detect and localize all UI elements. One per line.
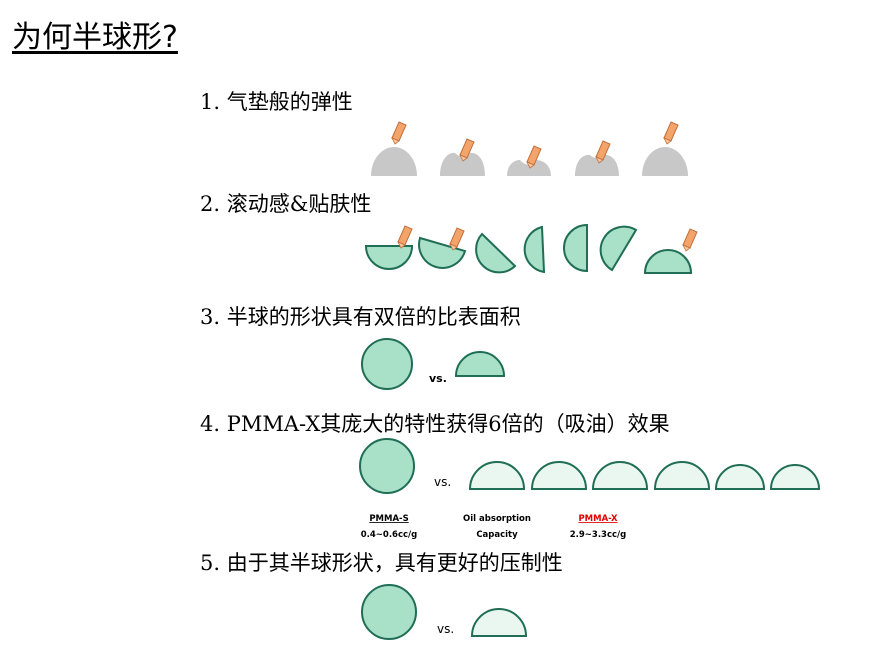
- item-5-compression: 5. 由于其半球形状，具有更好的压制性: [200, 551, 563, 575]
- rolling-hemisphere-6: [599, 225, 638, 272]
- vs-label-4: vs.: [434, 475, 451, 489]
- item-2-rolling: 2. 滚动感&贴肤性: [200, 192, 372, 216]
- item-1-elasticity: 1. 气垫般的弹性: [200, 90, 353, 114]
- rolling-hemisphere-4: [523, 225, 546, 274]
- rolling-hemisphere-5: [563, 223, 588, 273]
- pmma-s-name: PMMA-S: [369, 514, 408, 524]
- rolling-hemisphere-3: [475, 232, 517, 274]
- elasticity-row: [371, 121, 688, 176]
- gray-dome-3: [507, 145, 551, 176]
- light-hemisphere-3: [591, 461, 649, 490]
- light-hemisphere-5: [714, 464, 766, 490]
- sphere-3: [361, 338, 413, 390]
- pmma-s-value: 0.4~0.6cc/g: [361, 530, 418, 540]
- light-hemisphere-4: [653, 461, 711, 490]
- rolling-row: [364, 223, 698, 274]
- gray-dome-5: [642, 121, 688, 176]
- vs-label-5: vs.: [437, 622, 454, 636]
- surface-area-row: vs.: [361, 338, 506, 390]
- rolling-hemisphere-2: [418, 227, 467, 269]
- gray-dome-1: [371, 121, 417, 176]
- hemisphere-3: [454, 351, 506, 377]
- gray-dome-4: [575, 140, 619, 176]
- light-hemisphere-6: [769, 464, 821, 490]
- capacity-label: Capacity: [476, 530, 518, 540]
- oil-absorption-row: vs. PMMA-S 0.4~0.6cc/g Oil absorption Ca…: [359, 438, 821, 540]
- compression-row: vs.: [361, 584, 528, 640]
- rolling-hemisphere-1: [364, 225, 414, 270]
- hemisphere-5: [470, 608, 528, 637]
- light-hemisphere-2: [530, 461, 588, 490]
- rolling-hemisphere-7: [643, 228, 698, 274]
- gray-dome-2: [440, 138, 485, 176]
- item-3-surface-area: 3. 半球的形状具有双倍的比表面积: [200, 305, 521, 329]
- pmma-x-value: 2.9~3.3cc/g: [570, 530, 627, 540]
- oil-absorption-label: Oil absorption: [463, 514, 531, 524]
- pmma-x-name: PMMA-X: [578, 514, 618, 524]
- light-hemisphere-1: [468, 461, 526, 490]
- vs-label-3: vs.: [429, 372, 447, 385]
- sphere-4: [359, 438, 415, 494]
- sphere-5: [361, 584, 417, 640]
- page-title: 为何半球形?: [12, 20, 178, 55]
- item-4-oil-absorption: 4. PMMA-X其庞大的特性获得6倍的（吸油）效果: [200, 412, 670, 436]
